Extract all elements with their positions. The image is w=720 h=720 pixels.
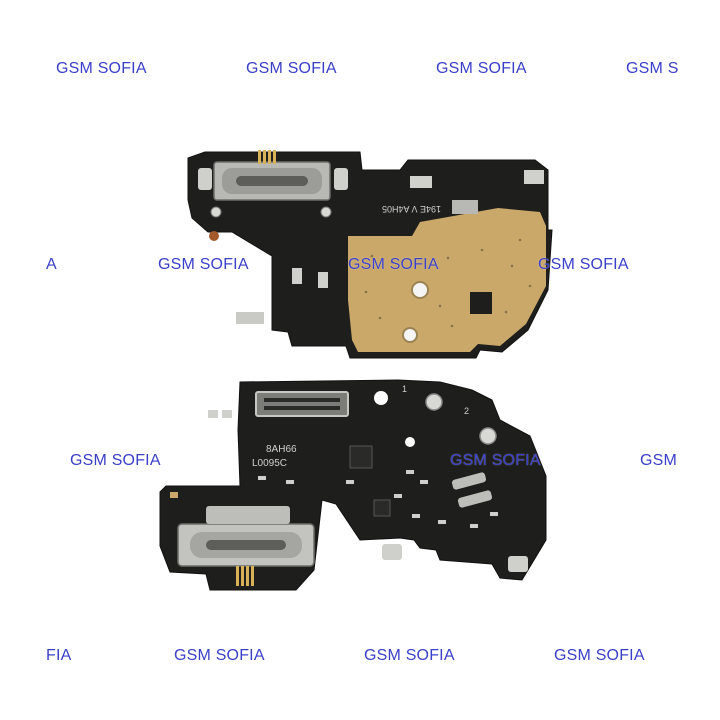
top-board-copper bbox=[348, 208, 546, 352]
top-connector-pins bbox=[258, 150, 276, 164]
top-board-hole bbox=[411, 281, 429, 299]
watermark-text: FIA bbox=[46, 647, 72, 664]
watermark-text: GSM SOFIA bbox=[246, 60, 337, 77]
watermark-text: GSM SOFIA bbox=[348, 256, 439, 273]
top-board-hole bbox=[402, 327, 418, 343]
watermark-text: GSM SOFIA bbox=[174, 647, 265, 664]
antenna-socket-2 bbox=[479, 427, 497, 445]
top-board-vias bbox=[364, 238, 532, 328]
watermark-text: GSM SOFIA bbox=[436, 60, 527, 77]
watermark-text: A bbox=[46, 256, 57, 273]
svg-text:1: 1 bbox=[402, 384, 407, 394]
bottom-board-marking-2: L0095C bbox=[252, 458, 287, 469]
watermark-text: GSM SOFIA bbox=[364, 647, 455, 664]
top-board-marking: 194E V A4H05 bbox=[382, 204, 441, 214]
watermark-text: GSM SOFIA bbox=[56, 60, 147, 77]
bottom-board: 1 2 8AH66 L0095C bbox=[159, 379, 547, 591]
antenna-socket-1 bbox=[425, 393, 443, 411]
bottom-board-hole bbox=[374, 391, 388, 405]
watermark-text: GSM SOFIA bbox=[70, 452, 161, 469]
svg-text:2: 2 bbox=[464, 406, 469, 416]
watermark-text: GSM bbox=[640, 452, 678, 469]
bottom-board-hole bbox=[405, 437, 415, 447]
watermark-text: GSM SOFIA bbox=[538, 256, 629, 273]
top-board: 194E V A4H05 bbox=[187, 150, 553, 359]
watermark-text: GSM SOFIA bbox=[450, 452, 541, 469]
watermark-text: GSM SOFIA bbox=[554, 647, 645, 664]
bottom-connector-pins bbox=[236, 566, 254, 586]
top-board-pad bbox=[470, 292, 492, 314]
bottom-btb-connector bbox=[255, 391, 349, 417]
watermark-text: GSM SOFIA bbox=[158, 256, 249, 273]
bottom-board-marking-1: 8AH66 bbox=[266, 444, 297, 455]
watermark-text: GSM S bbox=[626, 60, 679, 77]
